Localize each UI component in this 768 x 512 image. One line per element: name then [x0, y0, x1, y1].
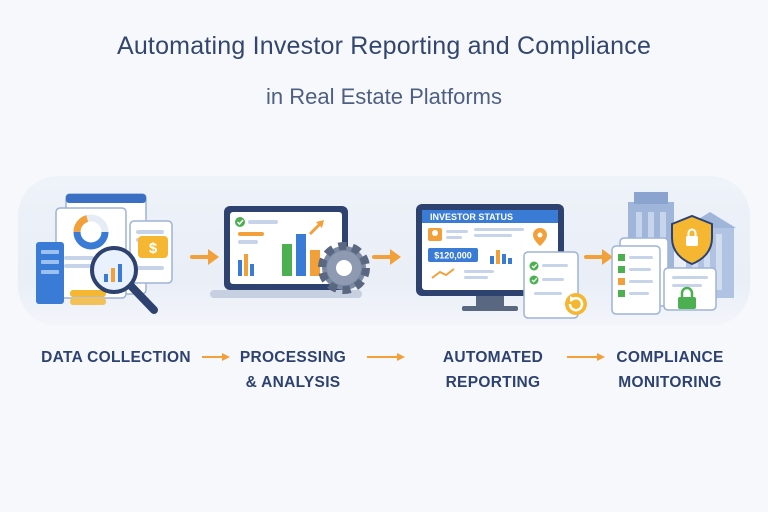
padlock-icon [678, 286, 696, 309]
data-collection-illustration: $ [36, 193, 173, 314]
processing-illustration [210, 206, 370, 298]
label-arrow-3 [567, 353, 605, 361]
gear-icon [318, 242, 370, 294]
compliance-illustration [611, 192, 736, 315]
amount-value: $120,000 [434, 251, 472, 261]
donut-chart-icon [73, 214, 109, 250]
label-arrow-1 [202, 353, 230, 361]
check-icon [235, 217, 245, 227]
reporting-illustration: INVESTOR STATUS $120,000 [416, 204, 587, 319]
stage-label-reporting: AUTOMATED REPORTING [428, 345, 558, 395]
checklist-icon [529, 261, 568, 295]
svg-text:$: $ [149, 240, 158, 257]
stage-label-line: AUTOMATED [442, 349, 544, 366]
flow-arrow-1 [190, 249, 219, 265]
refresh-icon [565, 293, 587, 315]
stage-label-line: MONITORING [618, 374, 722, 391]
page-subtitle: in Real Estate Platforms [266, 84, 502, 109]
stage-label-line: COMPLIANCE [616, 349, 724, 366]
screen-title: INVESTOR STATUS [430, 212, 513, 222]
stage-label-data-collection: DATA COLLECTION [26, 345, 206, 370]
shield-icon [671, 214, 713, 266]
stage-label-line: REPORTING [445, 374, 541, 391]
compliance-checklist-icon [618, 254, 653, 297]
user-icon [428, 228, 442, 241]
stage-label-line: & ANALYSIS [245, 374, 341, 391]
flow-arrow-2 [372, 249, 401, 265]
label-arrow-2 [367, 353, 405, 361]
dollar-icon: $ [138, 236, 168, 258]
stage-label-line: PROCESSING [239, 349, 347, 366]
magnifier-icon [90, 246, 158, 314]
stage-label-line: DATA COLLECTION [41, 349, 191, 366]
flow-arrow-3 [584, 249, 613, 265]
location-pin-icon [533, 228, 547, 246]
stage-label-processing: PROCESSING & ANALYSIS [228, 345, 358, 395]
page-title: Automating Investor Reporting and Compli… [116, 32, 652, 60]
stage-label-compliance: COMPLIANCE MONITORING [600, 345, 740, 395]
